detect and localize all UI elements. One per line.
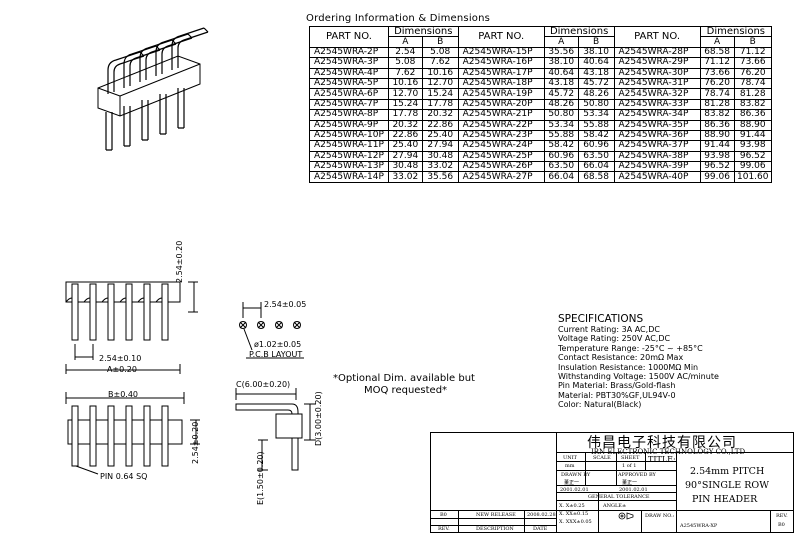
height-dimension: 2.54±0.20 bbox=[175, 240, 184, 283]
spec-line: Contact Resistance: 20mΩ Max bbox=[558, 353, 684, 363]
unit-label: UNIT bbox=[563, 455, 577, 461]
tolerance-3: X. XXX±0.05 bbox=[559, 519, 592, 525]
drawn-date: 2001.02.01 bbox=[560, 487, 589, 493]
pcb-hole-dimension: ø1.02±0.05 bbox=[254, 340, 302, 349]
revision-header-rev: REV. bbox=[438, 526, 450, 532]
drawing-no: A2545WRA-XP bbox=[680, 523, 718, 529]
a-dimension: A±0.20 bbox=[107, 365, 137, 374]
tolerance-1: X. X±0.25 bbox=[559, 503, 585, 509]
part-number-cell: A2545WRA-27P bbox=[457, 171, 545, 183]
spec-line: Pin Material: Brass/Gold-flash bbox=[558, 381, 676, 391]
drawn-by-label: DRAWN BY bbox=[561, 472, 591, 478]
spec-line: Withstanding Voltage: 1500V AC/minute bbox=[558, 372, 719, 382]
bottom-front-view bbox=[65, 392, 200, 475]
spec-line: Temperature Range: -25°C ~ +85°C bbox=[558, 343, 703, 353]
pcb-layout bbox=[239, 302, 304, 359]
approved-date: 2001.02.01 bbox=[619, 487, 648, 493]
table-title: Ordering Information & Dimensions bbox=[306, 13, 491, 24]
company-name-en: IRN ELECTRONIC TECHNOLOGY CO.,LTD bbox=[591, 448, 746, 456]
front-view bbox=[65, 281, 198, 374]
side-d-dimension: D(3.00±0.20) bbox=[314, 391, 323, 446]
revision-header-date: DATE bbox=[533, 526, 548, 532]
title-label: TITLE: bbox=[648, 455, 676, 464]
drawn-name: 董正一 bbox=[564, 480, 580, 486]
approved-by-label: APPROVED BY bbox=[618, 472, 656, 478]
pin-label: PIN 0.64 SQ bbox=[100, 472, 148, 481]
revision-row-date: 2008.02.28 bbox=[527, 512, 556, 518]
title-line-3: PIN HEADER bbox=[692, 494, 758, 505]
side-view bbox=[235, 388, 316, 471]
dimension-b-cell: 101.60 bbox=[733, 171, 772, 183]
pcb-pitch-dimension: 2.54±0.05 bbox=[264, 300, 307, 309]
b-dimension: B±0.40 bbox=[108, 390, 139, 399]
scale-label: SCALE bbox=[593, 455, 611, 461]
approved-name: 董正一 bbox=[622, 480, 638, 486]
tolerance-2: X. XX±0.15 bbox=[559, 511, 589, 517]
note-line-2: MOQ requested* bbox=[364, 385, 448, 396]
spec-line: Current Rating: 3A AC,DC bbox=[558, 325, 660, 334]
pitch-dimension: 2.54±0.10 bbox=[99, 354, 142, 363]
title-line-2: 90°SINGLE ROW bbox=[685, 480, 769, 491]
revision-row-rev: B0 bbox=[440, 512, 447, 518]
spec-line: Insulation Resistance: 1000MΩ Min bbox=[558, 362, 699, 372]
part-number-cell: A2545WRA-40P bbox=[613, 171, 701, 183]
height-dimension-2: 2.54±0.20 bbox=[191, 421, 200, 464]
sheet-label: SHEET bbox=[621, 455, 640, 461]
rev-label: REV. bbox=[776, 513, 788, 519]
sheet-value: 1 of 1 bbox=[622, 463, 637, 469]
revision-header-description: DESCRIPTION bbox=[476, 526, 514, 532]
drawing-no-label: DRAW NO.: bbox=[645, 513, 675, 519]
general-tolerance-label: GENERAL TOLERANCE bbox=[588, 494, 650, 500]
specifications-title: SPECIFICATIONS bbox=[558, 313, 644, 325]
rev-value: B0 bbox=[778, 522, 785, 528]
revision-row-description: NEW RELEASE bbox=[476, 512, 516, 518]
side-e-dimension: E(1.50±0.20) bbox=[256, 451, 265, 505]
isometric-view bbox=[97, 27, 209, 151]
note-line-1: *Optional Dim. available but bbox=[333, 373, 475, 384]
dimension-a-cell: 99.06 bbox=[699, 171, 735, 183]
part-number-cell: A2545WRA-14P bbox=[309, 171, 389, 183]
spec-line: Color: Natural(Black) bbox=[558, 400, 642, 410]
spec-line: Voltage Rating: 250V AC,DC bbox=[558, 334, 671, 344]
unit-value: mm bbox=[565, 463, 575, 469]
pcb-layout-label: P.C.B LAYOUT bbox=[249, 350, 303, 359]
title-line-1: 2.54mm PITCH bbox=[690, 466, 765, 477]
projection-symbol-icon bbox=[618, 512, 634, 520]
spec-line: Material: PBT30%GF,UL94V-0 bbox=[558, 390, 676, 400]
angle-label: ANGLE± bbox=[603, 503, 627, 509]
side-c-dimension: C(6.00±0.20) bbox=[236, 380, 291, 389]
company-name-cn: 伟昌电子科技有限公司 bbox=[587, 435, 737, 451]
